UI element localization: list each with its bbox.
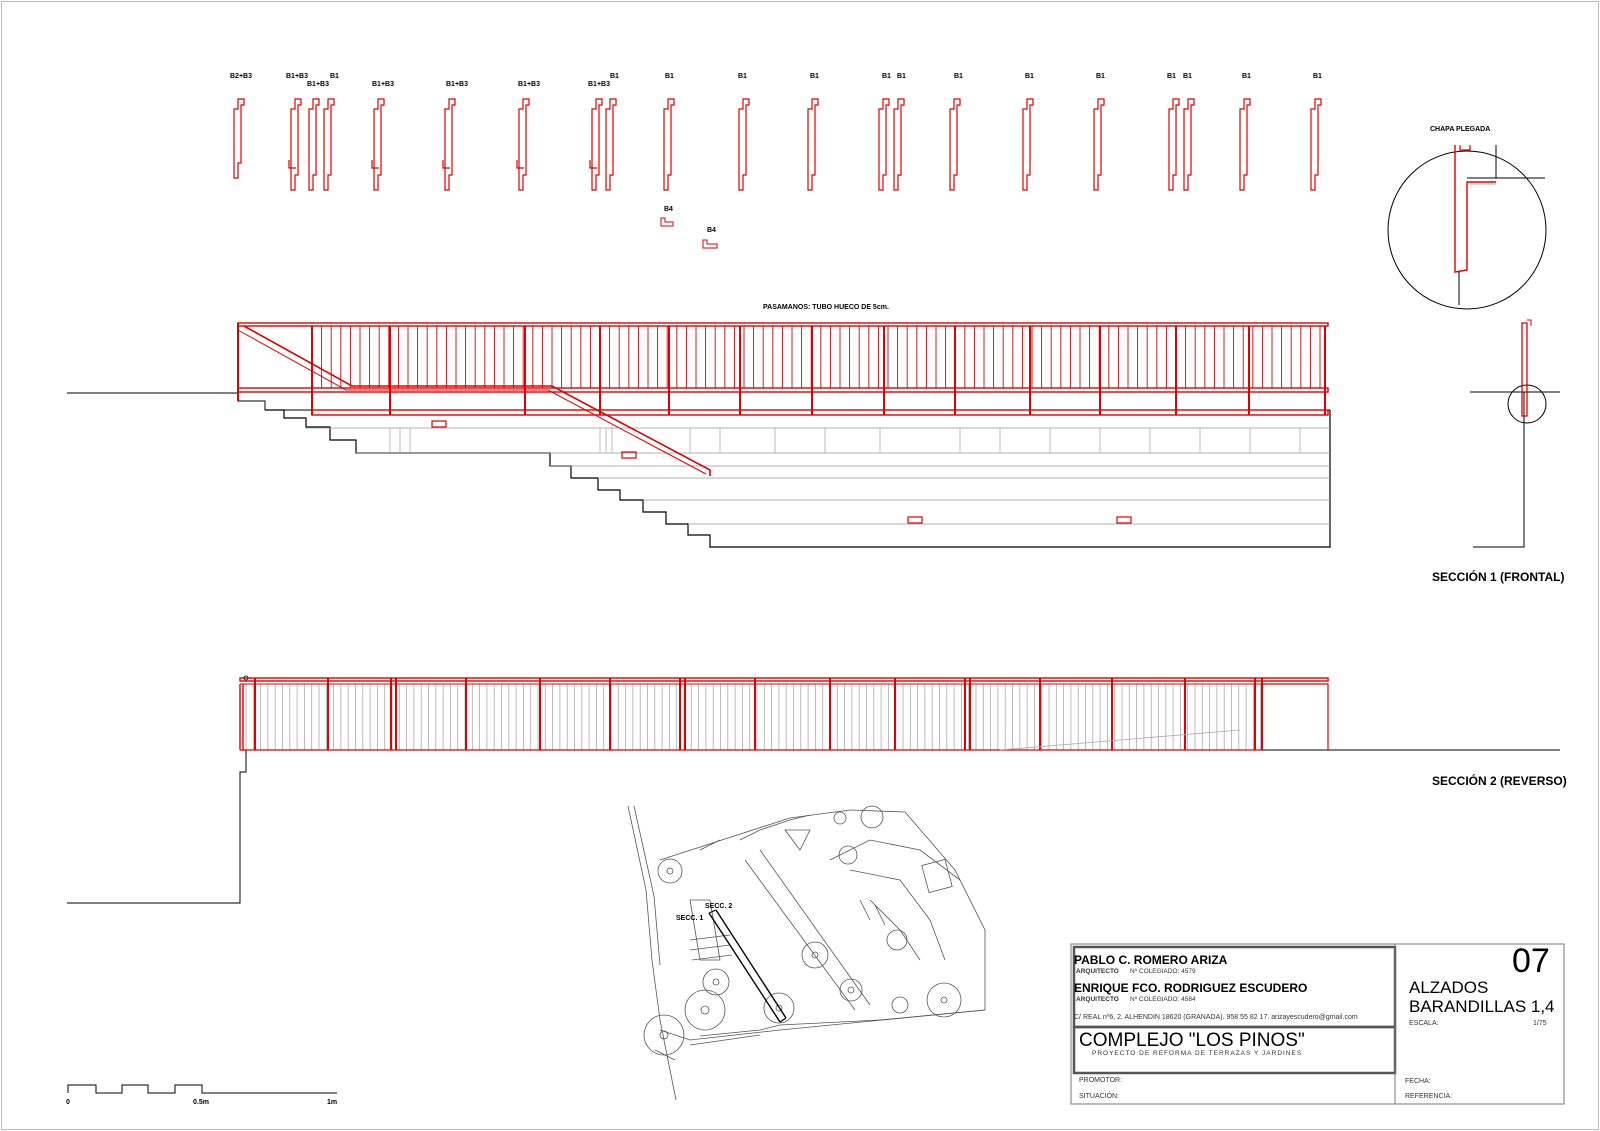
profile-16 xyxy=(1022,98,1034,191)
scale-one: 1m xyxy=(327,1099,337,1106)
office-address: C/ REAL nº6, 2. ALHENDIN 18620 (GRANADA)… xyxy=(1074,1014,1358,1021)
profile-1 xyxy=(233,98,245,179)
architect2-role: ARQUITECTO xyxy=(1076,996,1119,1003)
profile-label-2: B1+B3 xyxy=(286,73,308,80)
site-plan xyxy=(627,805,986,1101)
profile-label-20: B1 xyxy=(1242,73,1251,80)
profile-label-3: B1+B3 xyxy=(307,81,329,88)
railing-profiles xyxy=(233,98,1322,191)
profile-19 xyxy=(1183,98,1195,191)
promotor-label: PROMOTOR: xyxy=(1079,1077,1122,1084)
fecha-label: FECHA: xyxy=(1405,1078,1431,1085)
project-title: COMPLEJO "LOS PINOS" xyxy=(1079,1030,1305,1051)
profile-3 xyxy=(308,98,320,191)
profile-21 xyxy=(1310,98,1322,191)
profile-7 xyxy=(516,98,530,191)
scale-zero: 0 xyxy=(66,1099,70,1106)
architect1-reg: Nº COLEGIADO: 4579 xyxy=(1130,968,1196,975)
b4-label-1: B4 xyxy=(664,206,673,213)
profile-9 xyxy=(605,98,617,191)
secc1-label: SECC. 1 xyxy=(676,915,703,922)
architect1-role: ARQUITECTO xyxy=(1076,968,1119,975)
profile-label-16: B1 xyxy=(1025,73,1034,80)
profile-13 xyxy=(878,98,890,191)
sheet-number: 07 xyxy=(1512,942,1550,980)
profile-17 xyxy=(1093,98,1105,191)
profile-18 xyxy=(1168,98,1180,191)
profile-label-6: B1+B3 xyxy=(446,81,468,88)
handrail-note: PASAMANOS: TUBO HUECO DE 5cm. xyxy=(763,304,889,311)
profile-label-8: B1+B3 xyxy=(588,81,610,88)
profile-label-17: B1 xyxy=(1096,73,1105,80)
section2-title: SECCIÓN 2 (REVERSO) xyxy=(1432,773,1567,788)
profile-label-13: B1 xyxy=(882,73,891,80)
secc2-label: SECC. 2 xyxy=(705,903,732,910)
profile-label-5: B1+B3 xyxy=(372,81,394,88)
profile-14 xyxy=(893,98,905,191)
profile-20 xyxy=(1239,98,1251,191)
profile-label-4: B1 xyxy=(330,73,339,80)
profile-label-11: B1 xyxy=(738,73,747,80)
section1-title: SECCIÓN 1 (FRONTAL) xyxy=(1432,569,1564,584)
b4-label-2: B4 xyxy=(707,227,716,234)
profile-10 xyxy=(663,98,675,191)
profile-6 xyxy=(442,98,456,191)
detail-label: CHAPA PLEGADA xyxy=(1430,126,1490,133)
sheet-title-2: BARANDILLAS 1,4 xyxy=(1409,997,1555,1016)
profile-5 xyxy=(371,98,385,191)
title-block xyxy=(1070,943,1565,1105)
escala-value: 1/75 xyxy=(1533,1020,1547,1027)
section1-drawing xyxy=(67,322,1331,548)
section2-drawing xyxy=(67,675,1560,904)
profile-label-7: B1+B3 xyxy=(518,81,540,88)
profile-label-9: B1 xyxy=(610,73,619,80)
section1-side-detail xyxy=(1470,319,1560,548)
profile-label-21: B1 xyxy=(1313,73,1322,80)
architect2-reg: Nº COLEGIADO: 4584 xyxy=(1130,996,1196,1003)
project-subtitle: PROYECTO DE REFORMA DE TERRAZAS Y JARDIN… xyxy=(1092,1050,1302,1057)
profile-15 xyxy=(949,98,961,191)
profile-label-10: B1 xyxy=(665,73,674,80)
sheet-title-1: ALZADOS xyxy=(1409,978,1488,997)
profile-label-1: B2+B3 xyxy=(230,73,252,80)
profile-4 xyxy=(323,98,335,191)
situacion-label: SITUACIÓN: xyxy=(1079,1091,1119,1100)
site-plan-section-marker xyxy=(708,909,787,1023)
profile-8 xyxy=(589,98,603,191)
architect1-name: PABLO C. ROMERO ARIZA xyxy=(1074,953,1228,967)
profile-label-14: B1 xyxy=(897,73,906,80)
escala-label: ESCALA: xyxy=(1409,1020,1439,1027)
profile-label-19: B1 xyxy=(1183,73,1192,80)
profile-12 xyxy=(807,98,819,191)
b4-pieces xyxy=(660,217,718,249)
detail-circle xyxy=(1387,145,1547,310)
architect2-name: ENRIQUE FCO. RODRIGUEZ ESCUDERO xyxy=(1074,981,1307,995)
profile-11 xyxy=(738,98,750,191)
profile-label-15: B1 xyxy=(954,73,963,80)
profile-label-12: B1 xyxy=(810,73,819,80)
profile-label-18: B1 xyxy=(1167,73,1176,80)
scale-half: 0.5m xyxy=(193,1099,209,1106)
referencia-label: REFERENCIA: xyxy=(1405,1093,1452,1100)
profile-2 xyxy=(288,98,302,191)
scale-bar xyxy=(67,1084,337,1094)
